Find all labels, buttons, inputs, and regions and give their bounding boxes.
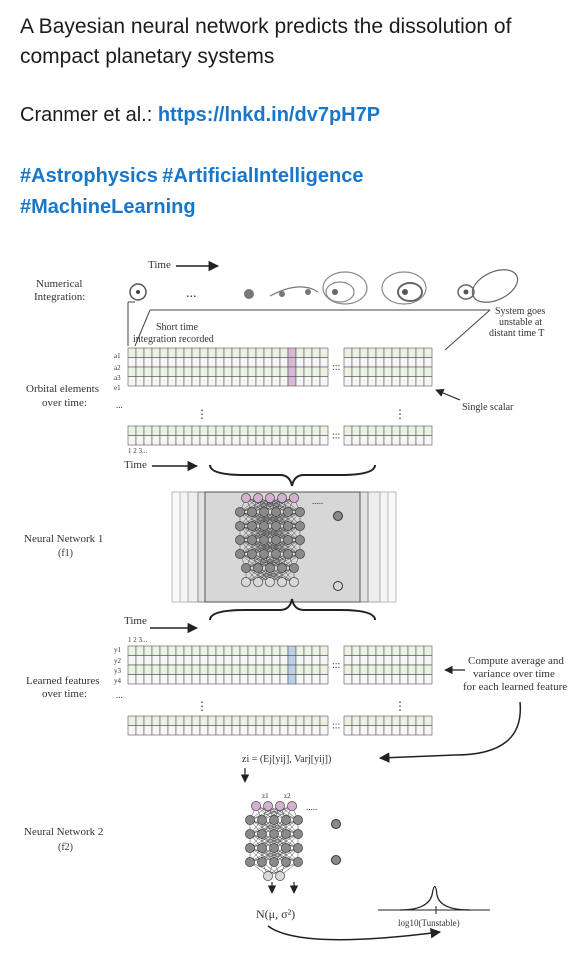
svg-text:...: ... [116, 690, 123, 700]
orbital-elements-grid-bottom: ::: [127, 425, 433, 446]
svg-text::::: ::: [332, 660, 340, 671]
learned-features-label-2: over time: [42, 688, 87, 700]
orbital-row-e1: e1 [114, 384, 121, 392]
post-title: A Bayesian neural network predicts the d… [20, 15, 512, 68]
ticks-lower: 1 2 3... [128, 636, 148, 644]
svg-text:⋮: ⋮ [394, 407, 406, 421]
learned-features-grid: ::: [127, 645, 433, 685]
time-label-top: Time [148, 259, 171, 271]
orbit-icon-5 [471, 269, 519, 303]
z2-label: z2 [284, 792, 291, 800]
unstable-note-2: unstable at [499, 317, 542, 328]
compute-note-2: variance over time [473, 668, 555, 680]
feature-row-y1: y1 [114, 646, 122, 654]
numerical-integration-label-2: Integration: [34, 291, 85, 303]
numerical-integration-label-1: Numerical [36, 278, 82, 290]
svg-text::::: ::: [332, 431, 340, 442]
feature-row-y3: y3 [114, 667, 122, 675]
z1-label: z1 [262, 792, 269, 800]
learned-features-label-1: Learned features [26, 675, 100, 687]
orbital-row-a3: a3 [114, 374, 121, 382]
z-formula: zi = (Ej[yij], Varj[yij]) [242, 754, 331, 765]
output-arrow [267, 925, 442, 941]
brace-bottom [209, 598, 376, 621]
svg-text:⋮: ⋮ [196, 407, 208, 421]
time-label-mid: Time [124, 459, 147, 471]
svg-text::::: ::: [332, 362, 340, 373]
orbital-row-a2: a2 [114, 364, 121, 372]
hashtag-artificial-intelligence[interactable]: #ArtificialIntelligence [162, 165, 364, 187]
neural-network-1: ..... [235, 493, 343, 591]
orbit-icon-3 [322, 271, 368, 305]
hashtag-astrophysics[interactable]: #Astrophysics [20, 165, 158, 187]
svg-text::::: ::: [332, 721, 340, 732]
short-time-label-2: integration recorded [133, 334, 214, 345]
svg-text:⋮: ⋮ [196, 699, 208, 713]
svg-text:...: ... [116, 400, 123, 410]
post-citation: Cranmer et al.: https://lnkd.in/dv7pH7P [20, 104, 380, 127]
orbit-icon-2 [244, 289, 254, 299]
orbit-icon-4 [381, 271, 427, 305]
nn1-label: Neural Network 1 [24, 533, 103, 545]
post-header: A Bayesian neural network predicts the d… [0, 0, 586, 245]
orbital-elements-label-2: over time: [42, 397, 87, 409]
orbital-row-a1: a1 [114, 352, 121, 360]
log-time-label: log10(Tunstable) [398, 918, 460, 928]
orbital-elements-label-1: Orbital elements [26, 383, 99, 395]
citation-prefix: Cranmer et al.: [20, 104, 158, 126]
orbit-ellipsis: ... [186, 286, 197, 301]
single-scalar-arrow [435, 389, 461, 401]
normal-dist-label: N(μ, σ²) [256, 907, 295, 921]
unstable-note-1: System goes [495, 306, 545, 317]
brace-top [209, 464, 376, 487]
posterior-plot: log10(Tunstable) [378, 885, 490, 928]
short-time-label-1: Short time [156, 322, 199, 333]
single-scalar-label: Single scalar [462, 402, 514, 413]
research-figure: Time Numerical Integration: ... System g… [0, 250, 586, 960]
orbit-icon-1 [129, 283, 147, 301]
feature-row-y4: y4 [114, 677, 122, 685]
orbit-sequence: ... [129, 269, 519, 305]
feature-row-y2: y2 [114, 657, 122, 665]
orbital-elements-grid: ::: [127, 347, 433, 387]
hashtag-machine-learning[interactable]: #MachineLearning [20, 196, 196, 218]
learned-features-grid-bottom: ::: [127, 715, 433, 736]
neural-network-2: ..... [245, 801, 341, 881]
svg-text:⋮: ⋮ [394, 699, 406, 713]
time-label-lower: Time [124, 615, 147, 627]
unstable-note-3: distant time T [489, 328, 544, 339]
hashtag-row-2: #MachineLearning [20, 196, 196, 219]
nn1-sublabel: (f1) [58, 548, 73, 559]
compute-note-1: Compute average and [468, 655, 564, 667]
nn2-sublabel: (f2) [58, 842, 73, 853]
svg-text:.....: ..... [306, 802, 317, 812]
compute-note-3: for each learned feature [463, 681, 567, 693]
nn2-label: Neural Network 2 [24, 826, 103, 838]
hashtag-row-1: #Astrophysics #ArtificialIntelligence [20, 165, 363, 188]
ticks-top: 1 2 3... [128, 447, 148, 455]
feature-curve-arrow [378, 701, 522, 763]
svg-text:.....: ..... [312, 496, 323, 506]
paper-link[interactable]: https://lnkd.in/dv7pH7P [157, 104, 381, 126]
